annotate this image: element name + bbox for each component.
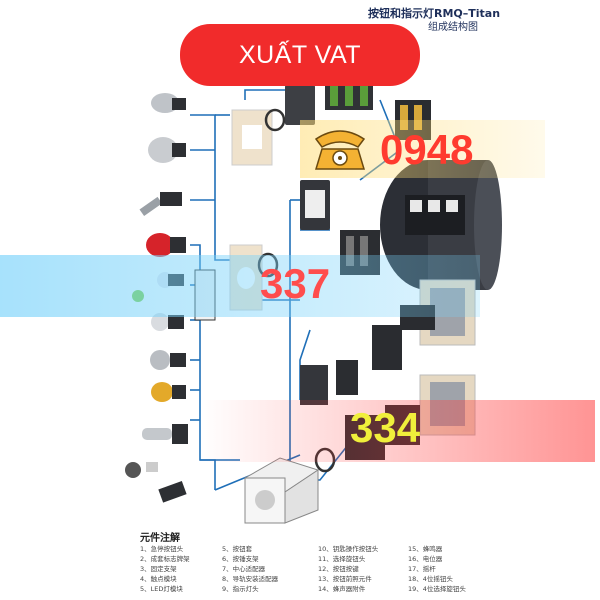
legend-item: 14、蜂声器附件 [318, 585, 366, 593]
diagram-title: 按钮和指示灯RMQ–Titan [368, 7, 501, 20]
legend-item: 15、蜂鸣器 [408, 545, 443, 553]
enclosure-box [243, 457, 320, 524]
legend-item: 3、固定支架 [140, 565, 177, 573]
phone-number-part2: 337 [260, 260, 331, 307]
component-heads [125, 93, 188, 503]
legend-item: 8、导轨安装适配器 [222, 575, 279, 583]
legend-item: 18、4位摇钮头 [408, 575, 453, 583]
legend-item: 11、选择旋钮头 [318, 555, 366, 563]
legend-item: 12、按钮按键 [318, 565, 359, 573]
phone-number-part3: 334 [350, 404, 421, 451]
legend-item: 4、触点模块 [140, 575, 177, 583]
legend-item: 17、摇杆 [408, 565, 436, 573]
legend-item: 13、按钮前照元件 [318, 575, 372, 583]
legend-item: 7、中心适配器 [222, 565, 266, 573]
legend-item: 10、钥匙操作按钮头 [318, 545, 379, 553]
legend-item: 1、急停按钮头 [140, 545, 184, 553]
legend-item: 2、成套标志牌架 [140, 555, 190, 563]
legend-item: 19、4位选择旋钮头 [408, 585, 466, 593]
telephone-icon [314, 130, 366, 170]
phone-band-blue [0, 255, 480, 317]
legend-item: 9、指示灯头 [222, 585, 259, 593]
legend-item: 5、按钮套 [222, 545, 253, 553]
diagram-subtitle: 组成结构图 [428, 22, 478, 33]
legend-item: 5、LED灯模块 [140, 585, 183, 593]
vat-banner: XUẤT VAT [180, 24, 420, 86]
legend-item: 16、电位器 [408, 555, 443, 563]
phone-band-red [200, 400, 595, 462]
legend-title: 元件注解 [140, 533, 180, 544]
phone-number-part1: 0948 [380, 126, 474, 173]
legend-item: 6、按锤支架 [222, 555, 259, 563]
